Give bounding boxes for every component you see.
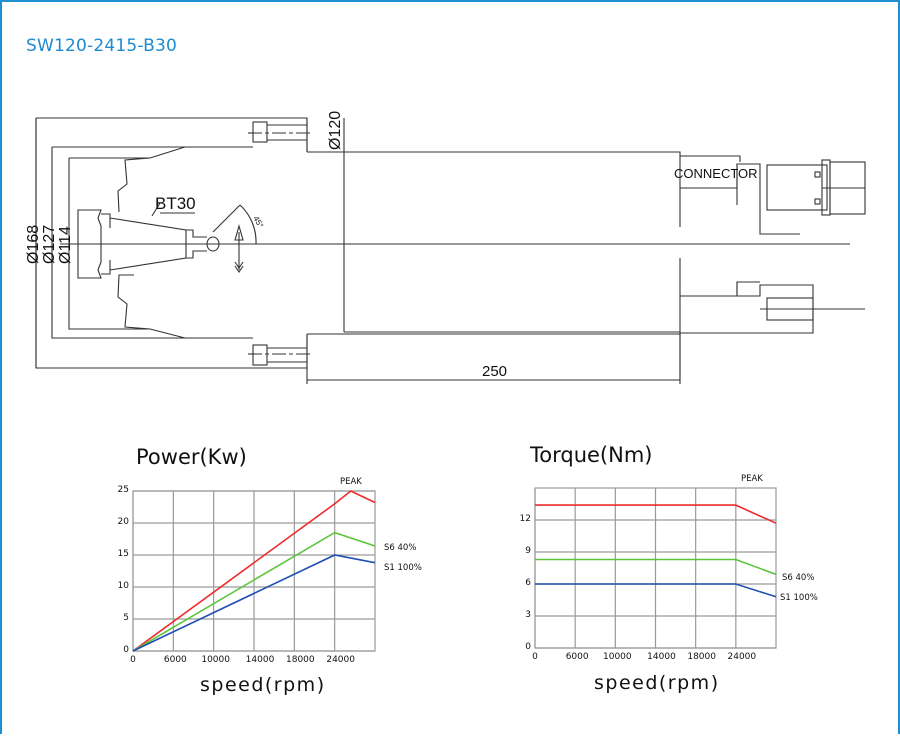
torque-y-tick-label: 0: [525, 642, 531, 652]
power-y-tick-label: 0: [123, 645, 129, 655]
power-chart-x-ticks: 0 6000 10000 14000 18000 24000: [130, 655, 355, 665]
power-chart-x-label: speed(rpm): [200, 674, 326, 696]
connector-label: CONNECTOR: [674, 166, 758, 181]
torque-chart-peak-label: PEAK: [741, 474, 763, 484]
torque-chart-x-ticks: 0 6000 10000 14000 18000 24000: [532, 652, 756, 662]
torque-chart-y-ticks: 0 3 6 9 12: [520, 514, 532, 652]
power-x-tick-label: 18000: [286, 655, 315, 665]
power-x-tick-label: 24000: [326, 655, 355, 665]
cooling-port: [760, 297, 865, 321]
rotation-arrow-icon: [234, 223, 244, 273]
power-x-tick-label: 6000: [164, 655, 187, 665]
power-x-tick-label: 14000: [246, 655, 275, 665]
power-y-tick-label: 15: [118, 549, 129, 559]
power-x-tick-label: 10000: [201, 655, 230, 665]
power-y-tick-label: 5: [123, 613, 129, 623]
power-y-tick-label: 25: [118, 485, 129, 495]
power-chart-series: [132, 490, 376, 652]
dim-label-250: 250: [482, 363, 507, 380]
power-chart-title: Power(Kw): [136, 445, 247, 469]
torque-x-tick-label: 24000: [728, 652, 757, 662]
torque-chart-grid: [534, 487, 777, 649]
torque-x-tick-label: 18000: [687, 652, 716, 662]
bt30-leader: [151, 202, 161, 217]
power-chart: Power(Kw) 0 5 10 15 20 25 0 6000 10000 14000 1800…: [118, 445, 422, 696]
torque-series-s6-40: [535, 558, 777, 576]
torque-chart-s6-label: S6 40%: [782, 573, 814, 583]
power-chart-y-ticks: 0 5 10 15 20 25: [118, 485, 130, 655]
tool-holder-bt30: [77, 209, 207, 279]
torque-y-tick-label: 12: [520, 514, 531, 524]
power-y-tick-label: 20: [118, 517, 130, 527]
power-chart-peak-label: PEAK: [340, 477, 362, 487]
nose-profile: [117, 157, 151, 330]
tool-holder-label: BT30: [155, 194, 196, 213]
bolt-top: [248, 118, 310, 152]
power-y-tick-label: 10: [118, 581, 130, 591]
torque-chart-x-label: speed(rpm): [594, 672, 720, 694]
torque-chart-s1-label: S1 100%: [780, 593, 818, 603]
torque-chart-series: [535, 504, 777, 598]
power-chart-s1-label: S1 100%: [384, 563, 422, 573]
torque-x-tick-label: 14000: [647, 652, 676, 662]
pull-stud: [206, 236, 220, 252]
power-series-s1-100: [132, 554, 376, 652]
bolt-bottom: [248, 344, 310, 366]
torque-y-tick-label: 3: [525, 610, 531, 620]
power-series-peak: [132, 490, 376, 652]
angle-arc: [212, 204, 257, 245]
rear-cap: [680, 155, 814, 334]
torque-x-tick-label: 0: [532, 652, 538, 662]
dim-label-120: Ø120: [327, 111, 344, 150]
power-x-tick-label: 0: [130, 655, 136, 665]
torque-chart: Torque(Nm) 0 3 6 9 12 0 6000 10000 14000 18000 24…: [520, 443, 818, 694]
torque-x-tick-label: 6000: [566, 652, 589, 662]
torque-series-peak: [535, 504, 777, 524]
dim-label-114: Ø114: [57, 226, 74, 264]
power-chart-grid: [132, 490, 376, 652]
torque-y-tick-label: 9: [525, 546, 531, 556]
torque-y-tick-label: 6: [525, 578, 531, 588]
power-chart-s6-label: S6 40%: [384, 543, 416, 553]
model-title: SW120-2415-B30: [26, 36, 178, 56]
torque-x-tick-label: 10000: [603, 652, 632, 662]
power-series-s6-40: [132, 531, 376, 652]
dim-label-127: Ø127: [41, 225, 58, 264]
torque-series-s1-100: [535, 583, 777, 598]
dim-label-168: Ø168: [25, 225, 42, 264]
torque-chart-title: Torque(Nm): [529, 443, 652, 467]
connector-shape: [766, 159, 866, 216]
